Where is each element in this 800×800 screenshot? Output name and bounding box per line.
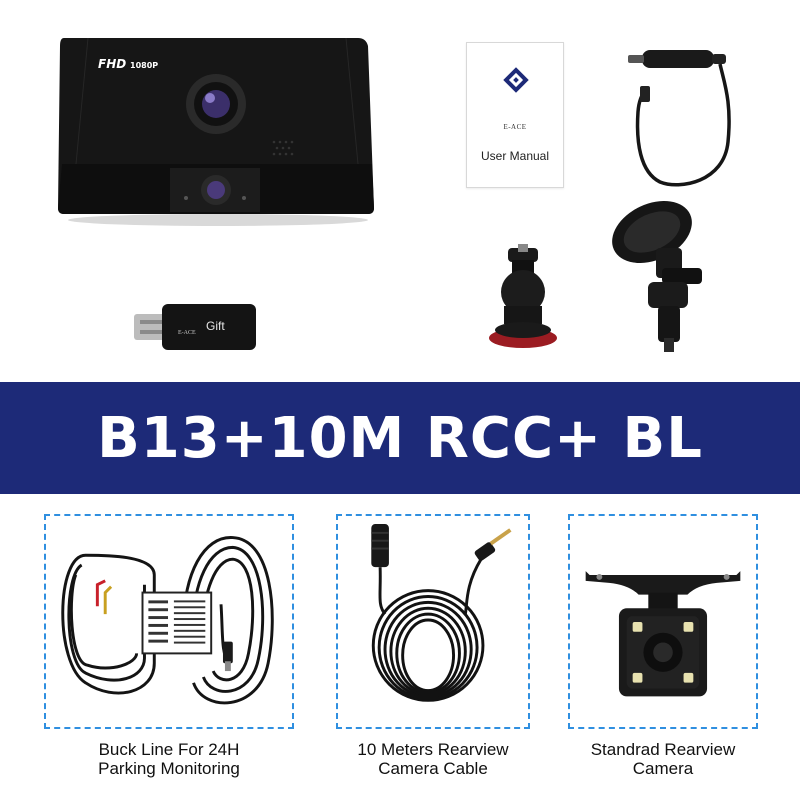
caption-line: 10 Meters Rearview [357,740,509,759]
fhd-label: FHD [98,57,126,71]
caption-cable: 10 Meters Rearview Camera Cable [320,740,546,778]
resolution-label: 1080P [130,61,158,70]
manual-title: User Manual [480,149,550,163]
caption-line: Camera Cable [378,759,488,778]
rear-camera-image [585,571,741,697]
caption-line: Camera [632,759,694,778]
brand-logo-icon [503,67,529,93]
banner-title: B13+10M RCC+ BL [97,405,703,471]
buck-line-box [44,514,294,729]
car-charger-image [620,42,740,192]
manual-brand: E-ACE [503,123,527,131]
user-manual-image: E-ACE User Manual [466,42,564,188]
reader-label: Gift [206,319,225,333]
caption-line: Buck Line For 24H [98,740,240,759]
buck-line-image [61,536,274,705]
caption-rear-camera: Standrad Rearview Camera [556,740,770,778]
cable-image [371,524,512,702]
caption-line: Parking Monitoring [98,759,240,778]
suction-mount-image [600,196,720,356]
adhesive-mount-image [482,244,564,350]
rear-camera-box [568,514,758,729]
product-banner: B13+10M RCC+ BL [0,382,800,494]
caption-line: Standrad Rearview [590,740,736,759]
dashcam-image: FHD 1080P [58,37,376,228]
cable-box [336,514,530,729]
caption-buck-line: Buck Line For 24H Parking Monitoring [44,740,294,778]
reader-brand: E-ACE [178,330,196,336]
card-reader-image: E-ACE Gift [132,300,258,354]
